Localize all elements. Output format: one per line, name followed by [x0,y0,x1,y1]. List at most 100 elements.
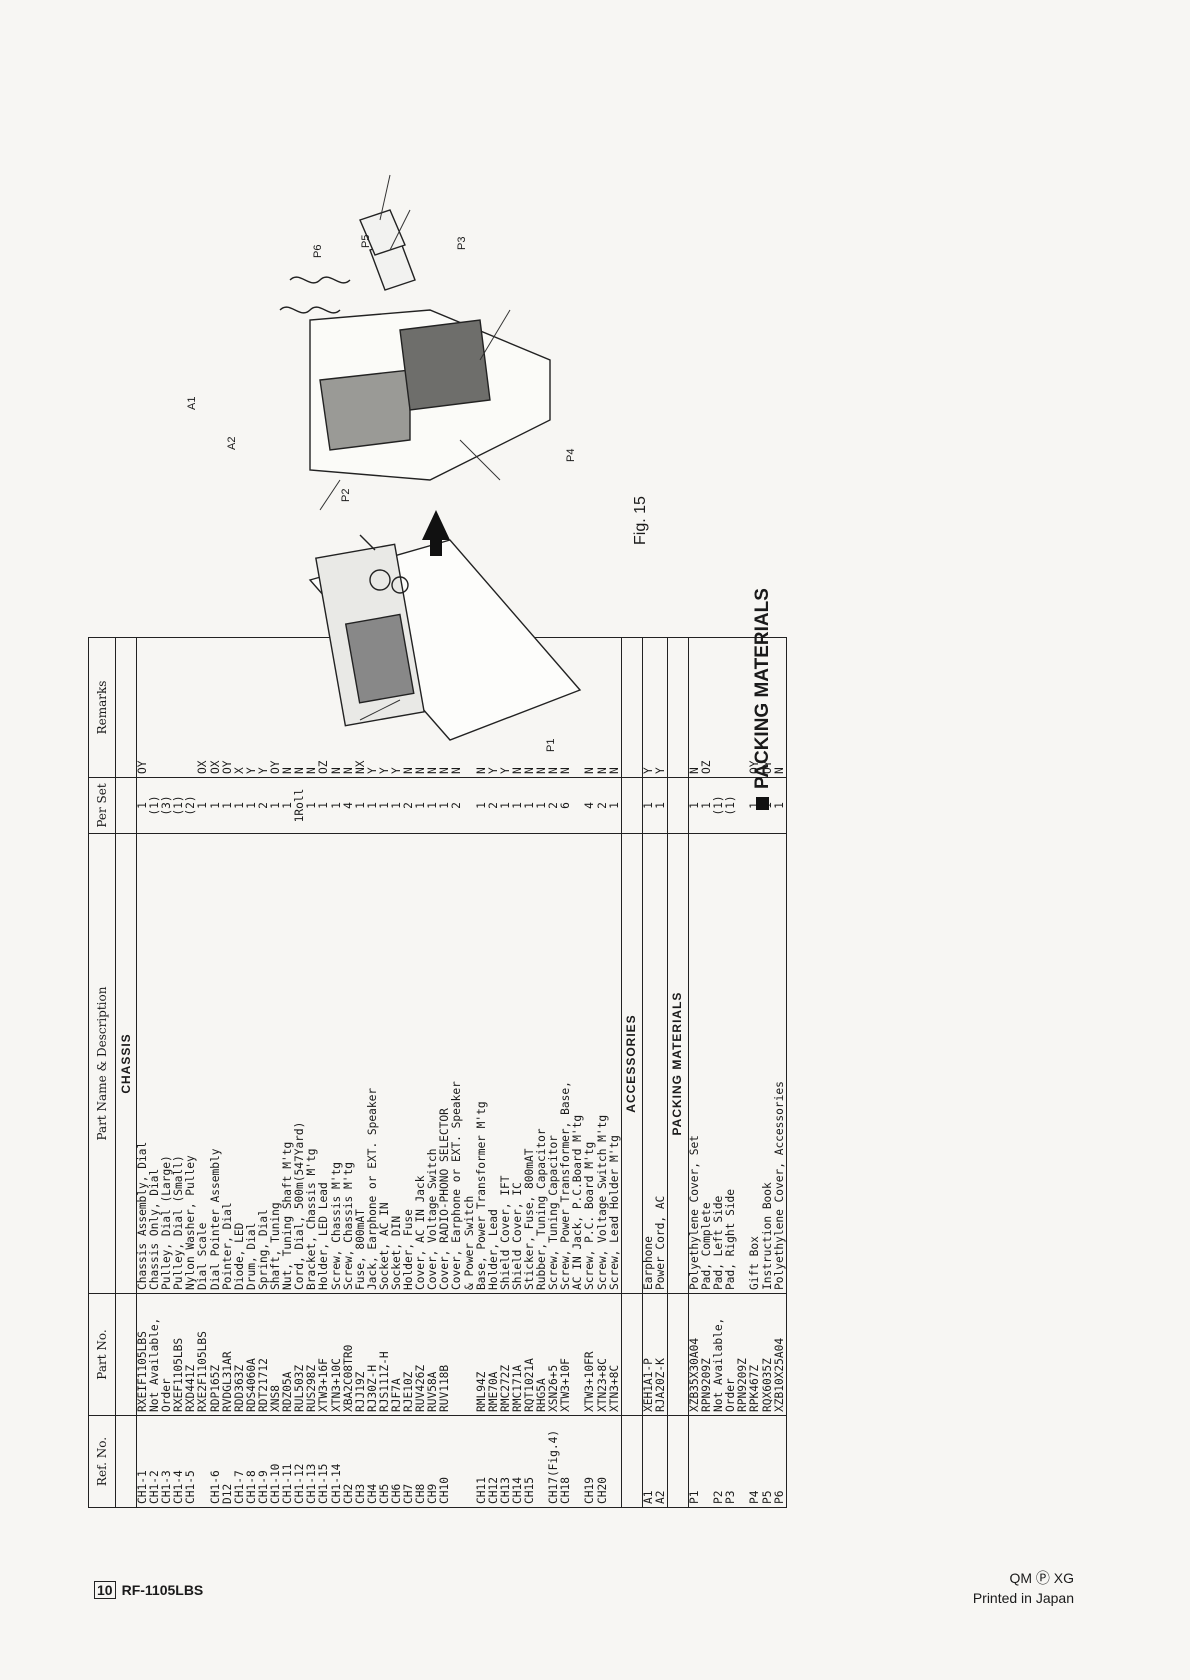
part-no-cell: Order [161,1293,174,1416]
ref-no-cell: CH11 [475,1415,488,1508]
part-no-cell: RJJ19Z [354,1293,367,1416]
ref-no-cell: CH3 [354,1415,367,1508]
description-cell: Nylon Washer, Pulley [185,833,198,1294]
part-no-cell: XEH1A1-P [642,1293,655,1416]
ref-no-cell: CH19 [584,1415,597,1508]
description-cell: Screw, Chassis M'tg [342,833,355,1294]
description-cell: Diode, LED [233,833,246,1294]
ref-no-cell: CH7 [403,1415,416,1508]
per-set-cell: (1) [725,777,738,834]
part-no-cell: XZB35X30A04 [688,1293,702,1416]
ref-no-cell: CH15 [524,1415,537,1508]
remarks-cell: OZ [701,637,714,778]
part-no-cell: RMC272Z [499,1293,512,1416]
part-no-cell: RJE10Z [403,1293,416,1416]
description-cell: Shield Cover, IC [511,833,524,1294]
ref-no-cell: CH14 [511,1415,524,1508]
description-cell: Base, Power Transformer M'tg [475,833,488,1294]
remarks-cell: OX [209,637,222,778]
description-cell: Pad, Complete [701,833,714,1294]
ref-no-cell [463,1415,476,1508]
description-cell: Polyethylene Cover, Set [688,833,702,1294]
per-set-cell: 1 [688,777,702,834]
description-cell: Pointer, Dial [221,833,234,1294]
description-cell: Cover, RADIO-PHONO SELECTOR [439,833,452,1294]
part-no-cell: XTN23+8C [596,1293,609,1416]
ref-no-cell [536,1415,549,1508]
part-no-cell: RDT21712 [257,1293,271,1416]
description-cell: Power Cord, AC [654,833,668,1294]
part-no-cell: RDD363Z [233,1293,246,1416]
part-no-cell: RXEF1105LBS [173,1293,186,1416]
part-no-cell: RDP165Z [209,1293,222,1416]
footer-printed: Printed in Japan [972,1590,1074,1606]
description-cell: Gift Box [749,833,762,1294]
ref-no-cell: CH1-11 [282,1415,295,1508]
remarks-cell [737,637,750,778]
description-cell: Screw, Chassis M'tg [330,833,343,1294]
per-set-cell: 1 [209,777,222,834]
description-cell: Shaft, Tuning [270,833,283,1294]
part-no-cell: XBA2C08TR0 [342,1293,355,1416]
part-no-cell: RVDGL31AR [221,1293,234,1416]
remarks-cell: N [688,637,702,778]
part-no-cell: RUV426Z [415,1293,428,1416]
description-cell: & Power Switch [463,833,476,1294]
ref-no-cell: CH1-14 [330,1415,343,1508]
ref-no-cell: CH13 [499,1415,512,1508]
remarks-cell: X [233,637,246,778]
description-cell: Earphone [642,833,655,1294]
part-no-cell: RDZ05A [282,1293,295,1416]
figure-label-a1: A1 [186,396,198,410]
per-set-cell: 1 [233,777,246,834]
header-remarks: Remarks [88,637,116,778]
part-no-cell: Not Available, [713,1293,726,1416]
remarks-cell: OY [221,637,234,778]
remarks-cell [149,637,162,778]
description-cell: Pad, Right Side [725,833,738,1294]
ref-no-cell: CH1-3 [161,1415,174,1508]
description-cell: Screw, Lead Holder M'tg [608,833,622,1294]
description-cell: Cord, Dial, 500m(547Yard) [294,833,307,1294]
ref-no-cell: CH10 [439,1415,452,1508]
ref-no-cell: CH18 [560,1415,573,1508]
part-no-cell: XTN3+8C [608,1293,622,1416]
description-cell: Holder, Fuse [403,833,416,1294]
description-cell: Shield Cover, IFT [499,833,512,1294]
ref-no-cell: CH1-13 [306,1415,319,1508]
part-no-cell: RXEIF1105LBS [136,1293,150,1416]
ref-no-cell: CH20 [596,1415,609,1508]
ref-no-cell: CH1-12 [294,1415,307,1508]
header-per-set: Per Set [88,777,116,834]
per-set-cell [737,777,750,834]
remarks-cell [185,637,198,778]
description-cell: Screw, Power Transformer, Base, [560,833,573,1294]
ref-no-cell: P2 [713,1415,726,1508]
part-no-cell: XZB10X25A04 [773,1293,787,1416]
description-cell: Fuse, 800mAT [354,833,367,1294]
description-cell: Pulley, Dial (Large) [161,833,174,1294]
remarks-cell [173,637,186,778]
per-set-cell: 1 [221,777,234,834]
remarks-cell: OY [136,637,150,778]
packing-materials-title: PACKING MATERIALS [752,588,773,789]
part-no-cell: RJF7A [390,1293,404,1416]
figure-label-p2: P2 [340,488,352,502]
ref-no-cell [572,1415,585,1508]
part-no-cell [451,1293,464,1416]
description-cell: Holder, Lead [487,833,500,1294]
description-cell: Cover, AC IN Jack [415,833,428,1294]
header-description: Part Name & Description [88,833,116,1294]
per-set-cell: (1) [713,777,726,834]
ref-no-cell: CH1-15 [318,1415,331,1508]
figure-label-a2: A2 [226,436,238,450]
ref-no-cell: CH1-9 [257,1415,271,1508]
